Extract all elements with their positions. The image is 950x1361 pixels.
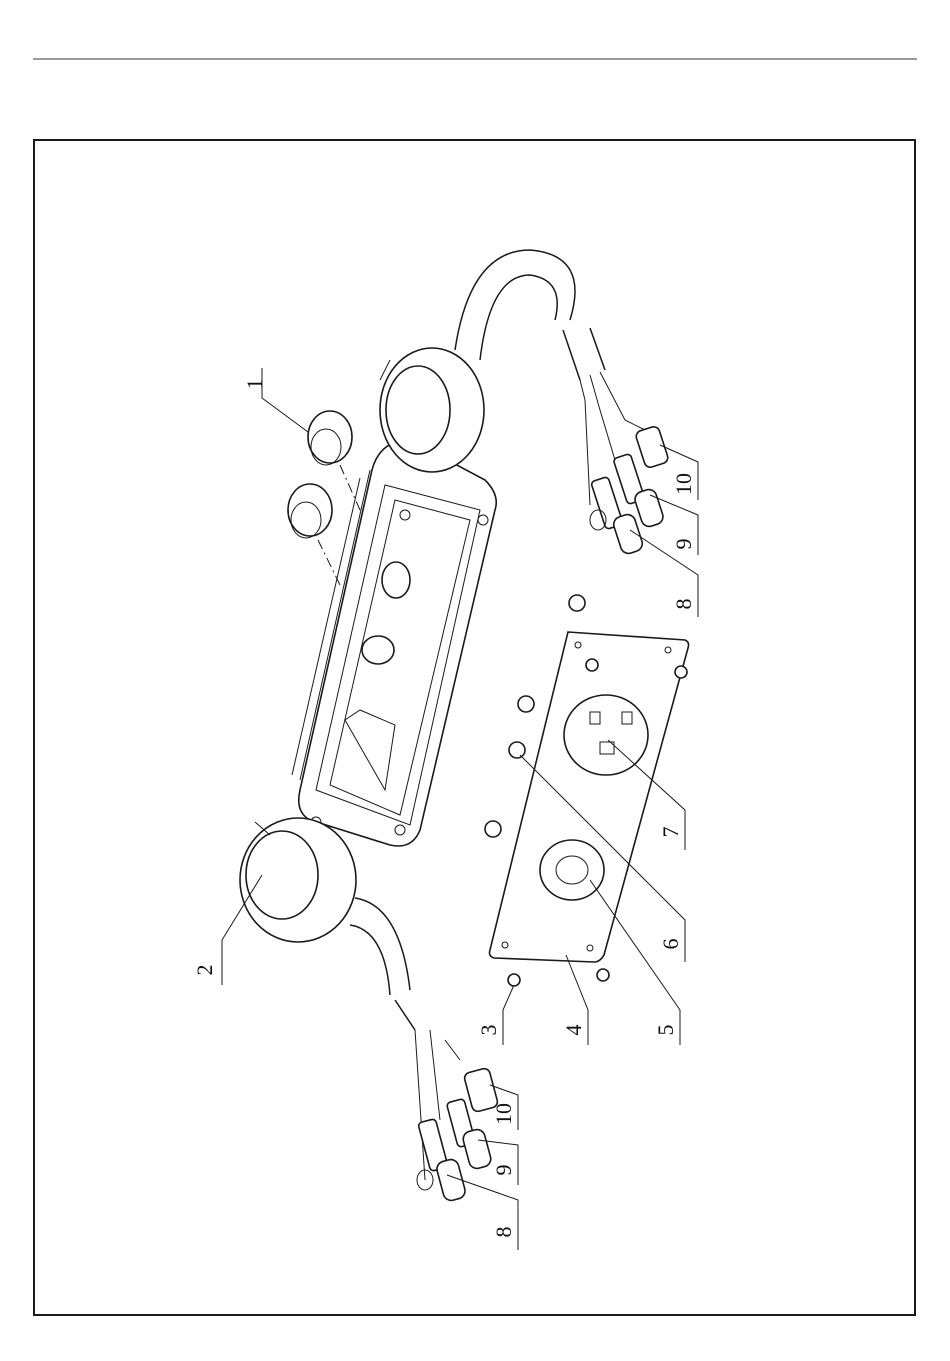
bushing-pair — [288, 411, 360, 585]
lower-cable — [350, 898, 460, 1180]
callout-9-upper: 9 — [671, 539, 696, 550]
callout-10-lower: 10 — [491, 1103, 516, 1125]
panel-plate — [490, 632, 689, 962]
callout-3: 3 — [476, 1025, 501, 1036]
callout-7: 7 — [658, 827, 683, 838]
lower-connectors — [417, 1067, 499, 1202]
callout-2: 2 — [192, 965, 217, 976]
callout-6: 6 — [658, 939, 683, 950]
callout-5: 5 — [653, 1025, 678, 1036]
callout-8-lower: 8 — [491, 1227, 516, 1238]
lower-grip-ring — [240, 818, 356, 942]
upper-connectors — [590, 425, 669, 555]
upper-grip-ring — [380, 348, 484, 472]
callout-8-upper: 8 — [671, 599, 696, 610]
callout-4: 4 — [561, 1025, 586, 1036]
callout-1: 1 — [242, 379, 267, 390]
callout-9-lower: 9 — [491, 1165, 516, 1176]
callout-10-upper: 10 — [671, 473, 696, 495]
